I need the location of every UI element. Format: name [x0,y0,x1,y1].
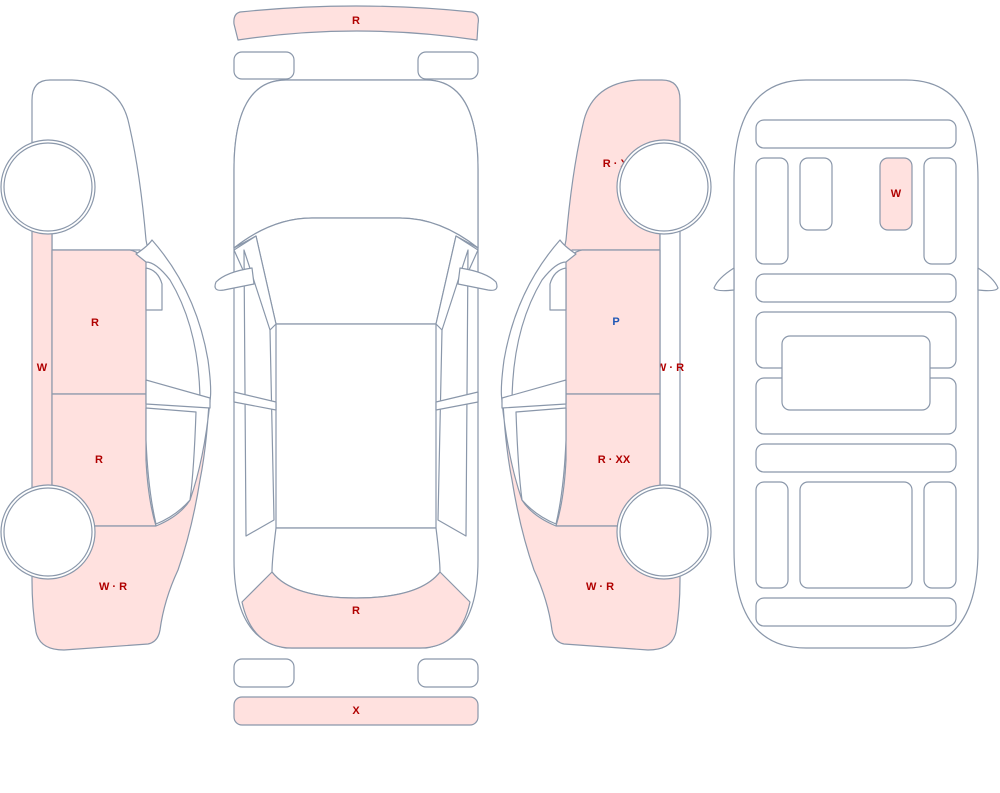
windshield[interactable] [233,217,479,325]
right-rocker-panel[interactable] [659,227,681,529]
left-front-door[interactable] [51,249,147,395]
rear-crossmember[interactable] [755,443,957,473]
right-front-side-member[interactable] [923,157,957,265]
roof-top-mark: R [352,15,360,27]
right-rear-window[interactable] [515,407,567,525]
left-mirror-under[interactable] [713,267,735,292]
rear-end-panel[interactable] [755,597,957,627]
left-mirror-top[interactable] [214,267,255,291]
left-inner-apron[interactable] [799,157,833,231]
top-view: R [214,79,498,649]
front-crossmember[interactable] [755,119,957,149]
right-mirror-top[interactable] [457,267,498,291]
left-door-glass-top[interactable] [243,249,275,537]
left-front-door-mark: R [91,317,99,329]
left-window-frame[interactable] [135,239,212,405]
left-rocker-mark: W [37,362,48,374]
right-window-frame[interactable] [500,239,577,405]
right-front-door-mark: P [612,316,619,328]
right-side-view: R · XX W · R P R · XX W · R [500,79,712,651]
right-b-pillar[interactable] [501,379,567,409]
right-rocker-mark: W · R [656,362,684,374]
right-rear-quarter[interactable] [501,379,681,651]
left-front-wheel[interactable] [0,139,96,235]
roof-top-panel[interactable] [233,5,479,41]
right-rear-door-mark: R · XX [598,454,631,466]
right-taillamp-bottom[interactable] [417,658,479,688]
right-front-window[interactable] [549,267,567,311]
right-headlamp-top[interactable] [417,51,479,80]
left-taillamp-bottom[interactable] [233,658,295,688]
floor-tunnel[interactable] [781,335,931,411]
underbody-view: W [713,79,999,649]
rear-panel[interactable] [233,696,479,726]
left-rear-wheel[interactable] [0,484,96,580]
right-rear-side-member[interactable] [923,481,957,589]
rear-panel-mark: X [352,705,360,717]
right-rear-quarter-mark: W · R [586,581,614,593]
left-rear-door-mark: R [95,454,103,466]
left-side-view: W R R W · R [0,79,212,651]
rear-bumper[interactable] [241,571,471,649]
rear-window[interactable] [271,527,441,599]
right-rear-wheel[interactable] [616,484,712,580]
left-front-window[interactable] [145,267,163,311]
left-b-pillar[interactable] [145,379,211,409]
roof[interactable] [275,323,437,529]
right-door-glass-top[interactable] [437,249,469,537]
right-mirror-under[interactable] [977,267,999,292]
floor-pillar-mark: W [891,188,902,200]
right-inner-apron[interactable] [879,157,913,231]
dash-panel[interactable] [755,273,957,303]
left-rear-window[interactable] [145,407,197,525]
rear-bumper-mark: R [352,605,360,617]
left-rear-quarter[interactable] [31,379,211,651]
left-rocker-panel[interactable] [31,227,53,529]
left-rear-side-member[interactable] [755,481,789,589]
left-rear-quarter-mark: W · R [99,581,127,593]
right-front-wheel[interactable] [616,139,712,235]
right-pillar-mid[interactable] [435,391,479,411]
trunk-floor[interactable] [799,481,913,589]
left-front-side-member[interactable] [755,157,789,265]
left-pillar-mid[interactable] [233,391,277,411]
left-headlamp-top[interactable] [233,51,295,80]
